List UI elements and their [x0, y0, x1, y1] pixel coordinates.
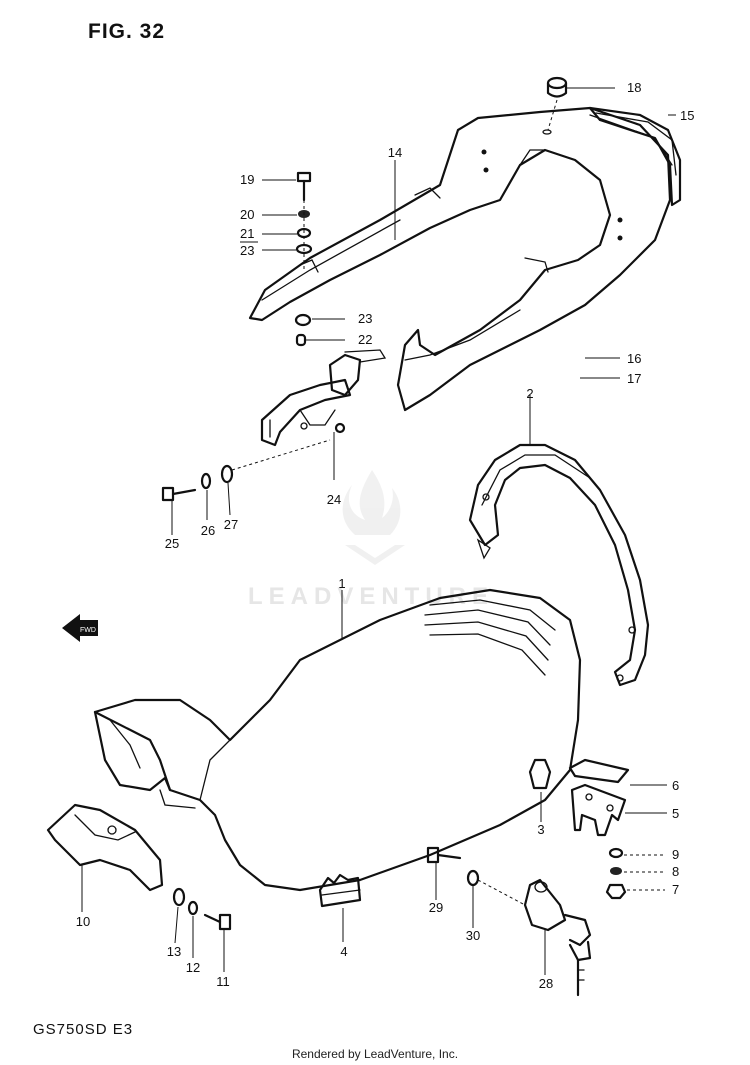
- callout-part-19: 19: [240, 172, 254, 187]
- watermark-logo: [342, 470, 405, 565]
- callout-labels: 1 2 3 4 5 6 7 8 9 10 11 12 13 14 15 16 1…: [76, 80, 695, 991]
- callout-part-14: 14: [388, 145, 402, 160]
- callout-part-21: 21: [240, 226, 254, 241]
- seat-part-1: [93, 588, 582, 892]
- callout-part-6: 6: [672, 778, 679, 793]
- bolt-part-19: [296, 171, 312, 202]
- seat-lock-part-28: [523, 878, 592, 997]
- bolt-part-11: [203, 913, 232, 931]
- bracket-part-10: [46, 803, 164, 892]
- assembly-line: [231, 439, 331, 471]
- callout-part-23-upper: 23: [240, 243, 254, 258]
- callout-part-10: 10: [76, 914, 90, 929]
- callout-part-25: 25: [165, 536, 179, 551]
- model-code: GS750SD E3: [33, 1021, 134, 1038]
- washer-part-23b: [294, 313, 312, 327]
- grommet-part-18: [542, 76, 568, 135]
- callout-part-5: 5: [672, 806, 679, 821]
- lockwasher-part-12: [187, 900, 199, 916]
- callout-part-15: 15: [680, 108, 694, 123]
- tail-cowl-part-14: [248, 106, 673, 412]
- callout-part-1: 1: [338, 576, 345, 591]
- render-credit: Rendered by LeadVenture, Inc.: [291, 1047, 459, 1061]
- callout-part-13: 13: [167, 944, 181, 959]
- callout-part-26: 26: [201, 523, 215, 538]
- lock-bracket-part-24: [260, 349, 387, 447]
- washer-part-27: [220, 464, 234, 484]
- washer-part-30: [466, 869, 480, 887]
- pin-part-22: [295, 333, 307, 347]
- hinge-part-5: [570, 783, 627, 837]
- callout-part-12: 12: [186, 960, 200, 975]
- callout-part-28: 28: [539, 976, 553, 991]
- callout-part-22: 22: [358, 332, 372, 347]
- lockwasher-part-26: [200, 472, 212, 490]
- washer-part-9: [608, 847, 624, 859]
- callout-part-8: 8: [672, 864, 679, 879]
- callout-part-27: 27: [224, 517, 238, 532]
- grab-strap-part-2: [468, 443, 650, 687]
- callout-part-29: 29: [429, 900, 443, 915]
- callout-part-7: 7: [672, 882, 679, 897]
- grip-strip-part-15: [588, 106, 682, 207]
- leader-lines: [81, 87, 676, 975]
- callout-part-20: 20: [240, 207, 254, 222]
- callout-part-2: 2: [526, 386, 533, 401]
- bolt-part-25: [161, 486, 197, 502]
- assembly-line: [477, 879, 526, 906]
- callout-part-24: 24: [327, 492, 341, 507]
- callout-part-16: 16: [627, 351, 641, 366]
- lockwasher-part-8: [610, 867, 622, 875]
- bolt-part-29: [426, 846, 462, 864]
- forward-direction-arrow: [62, 614, 98, 642]
- callout-part-9: 9: [672, 847, 679, 862]
- callout-part-17: 17: [627, 371, 641, 386]
- plate-part-6: [568, 758, 630, 784]
- callout-part-18: 18: [627, 80, 641, 95]
- callout-part-30: 30: [466, 928, 480, 943]
- callout-part-23-lower: 23: [358, 311, 372, 326]
- figure-title: FIG. 32: [88, 20, 166, 43]
- callout-part-4: 4: [340, 944, 347, 959]
- nut-part-7: [605, 883, 627, 900]
- forward-arrow-label: FWD: [80, 627, 96, 634]
- washer-part-13: [172, 887, 186, 907]
- callout-part-3: 3: [537, 822, 544, 837]
- stopper-part-4: [318, 873, 362, 908]
- callout-part-11: 11: [216, 974, 230, 989]
- cushion-part-3: [528, 758, 552, 790]
